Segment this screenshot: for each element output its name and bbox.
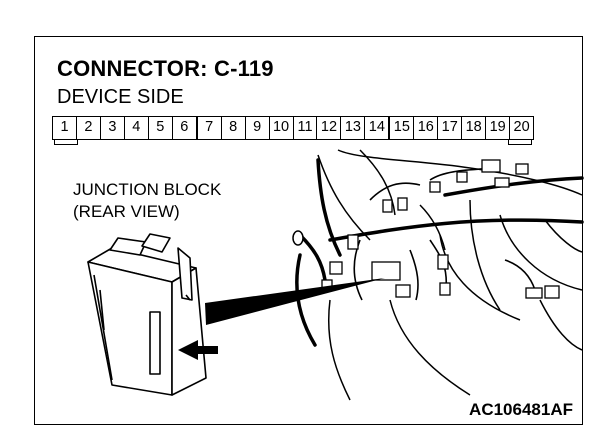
connector-pin-row: 1 2 3 4 5 6 7 8 9 10 11 12 13 14 15 16 1… [52,116,534,140]
diagram-frame [34,36,583,425]
connector-title: CONNECTOR: C-119 [57,56,274,81]
pin-8: 8 [222,117,246,139]
instrument-panel-outline [317,149,583,401]
pin-13: 13 [341,117,366,139]
pin-9: 9 [246,117,270,139]
location-pointer [205,278,385,325]
figure-id: AC106481AF [469,400,573,419]
pin-4: 4 [125,117,149,139]
connector-lock-tab-left [54,139,78,145]
pin-16: 16 [414,117,439,139]
pin-15: 15 [390,117,415,139]
pin-20: 20 [513,119,530,135]
pin-6: 6 [173,117,198,139]
pin-7: 7 [198,117,222,139]
junction-block-label-line1: JUNCTION BLOCK [73,180,222,199]
pin-14: 14 [365,117,391,139]
junction-block [87,233,207,396]
connector-lock-tab-right [508,139,532,145]
harness-connectors [321,159,560,299]
pin-1: 1 [53,117,77,139]
pin-17: 17 [438,117,463,139]
pin-5: 5 [149,117,173,139]
pin-19: 19 [486,117,511,139]
pin-12: 12 [317,117,342,139]
junction-block-label: JUNCTION BLOCK (REAR VIEW) [73,179,221,223]
pin-18: 18 [462,117,487,139]
pin-10: 10 [270,117,294,139]
grommet [292,230,304,246]
pin-11: 11 [294,117,318,139]
wire-harness [295,158,584,347]
device-side-label: DEVICE SIDE [57,86,184,108]
junction-block-label-line2: (REAR VIEW) [73,202,180,221]
pin-2: 2 [77,117,101,139]
pin-3: 3 [101,117,125,139]
pointer-arrow-icon [178,340,218,360]
